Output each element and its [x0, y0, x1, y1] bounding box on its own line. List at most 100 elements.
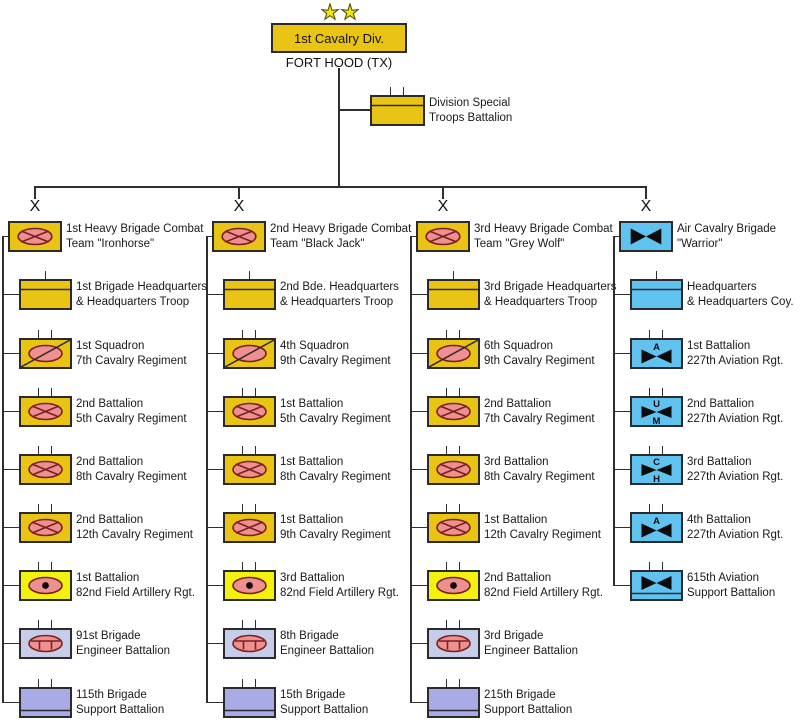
support-symbol-icon: [225, 709, 274, 712]
battalion-tick-icon: [241, 330, 244, 338]
hq-symbol-icon: [429, 288, 478, 291]
connector-line: [613, 293, 630, 296]
unit-box: [19, 687, 72, 718]
connector-line: [206, 526, 223, 529]
echelon-x-mark: X: [640, 198, 652, 215]
unit-box: [19, 338, 72, 369]
aviation-letter: C: [653, 457, 660, 468]
unit-label-line: 1st Battalion: [280, 455, 344, 468]
brigade-box: [8, 221, 62, 252]
unit-label-line: 2nd Battalion: [687, 397, 755, 410]
battalion-tick-icon: [241, 562, 244, 570]
connector-line: [410, 235, 416, 238]
unit-box: [427, 279, 480, 310]
battalion-tick-icon: [458, 330, 461, 338]
armor-symbol-icon: [221, 227, 257, 246]
unit-box: [223, 512, 276, 543]
unit-label-line: 82nd Field Artillery Rgt.: [76, 586, 195, 599]
unit-label-line: Troops Battalion: [429, 111, 513, 124]
battalion-tick-icon: [648, 446, 651, 454]
cavalry-symbol-icon: [21, 340, 70, 367]
unit-box: [223, 396, 276, 427]
hq-symbol-icon: [372, 104, 423, 107]
unit-box: [223, 279, 276, 310]
unit-label-line: 215th Brigade: [484, 688, 556, 701]
unit-box: [223, 570, 276, 601]
unit-label-line: 115th Brigade: [76, 688, 147, 701]
battalion-tick-icon: [37, 504, 40, 512]
battalion-tick-icon: [254, 679, 257, 687]
battalion-tick-icon: [458, 446, 461, 454]
connector-line: [613, 584, 630, 587]
connector-line: [442, 187, 444, 199]
support-symbol-icon: [429, 709, 478, 712]
unit-label-line: 12th Cavalry Regiment: [484, 528, 601, 541]
brigade-box: [416, 221, 470, 252]
battalion-tick-icon: [241, 388, 244, 396]
unit-label-line: 9th Cavalry Regiment: [280, 528, 391, 541]
battalion-tick-icon: [254, 620, 257, 628]
cavalry-symbol-icon: [429, 340, 478, 367]
company-tick-icon: [452, 271, 455, 279]
unit-label: Air Cavalry Brigade"Warrior": [677, 222, 776, 252]
unit-label-line: 8th Brigade: [280, 629, 339, 642]
armor-symbol-icon: [425, 227, 461, 246]
battalion-tick-icon: [648, 562, 651, 570]
aviation_ch-symbol-icon: CH: [641, 457, 672, 483]
battalion-tick-icon: [445, 679, 448, 687]
engineer-symbol-icon: [232, 634, 267, 653]
battalion-tick-icon: [661, 388, 664, 396]
battalion-tick-icon: [37, 620, 40, 628]
connector-line: [2, 468, 19, 471]
connector-line: [206, 410, 223, 413]
unit-label: 2nd Bde. Headquarters& Headquarters Troo…: [280, 280, 399, 310]
unit-box: [19, 454, 72, 485]
unit-box: [223, 454, 276, 485]
unit-box: [223, 628, 276, 659]
battalion-tick-icon: [661, 504, 664, 512]
unit-label-line: 227th Aviation Rgt.: [687, 412, 784, 425]
battalion-tick-icon: [50, 562, 53, 570]
artillery-symbol-icon: [436, 576, 471, 595]
unit-box: [19, 396, 72, 427]
unit-label-line: Team "Ironhorse": [66, 237, 155, 250]
unit-label-line: 227th Aviation Rgt.: [687, 354, 784, 367]
unit-label-line: 15th Brigade: [280, 688, 346, 701]
unit-box: [223, 338, 276, 369]
aviation-symbol-icon: [630, 228, 662, 245]
unit-label-line: 4th Squadron: [280, 339, 350, 352]
unit-label-line: 7th Cavalry Regiment: [484, 412, 595, 425]
unit-label-line: 1st Battalion: [484, 513, 548, 526]
battalion-tick-icon: [445, 562, 448, 570]
unit-box: A: [630, 338, 683, 369]
unit-label-line: 3rd Battalion: [687, 455, 752, 468]
unit-label-line: Support Battalion: [687, 586, 776, 599]
unit-label-line: 2nd Battalion: [76, 513, 144, 526]
unit-label-line: & Headquarters Troop: [484, 295, 598, 308]
unit-box: [19, 570, 72, 601]
unit-label: 1st Battalion 12th Cavalry Regiment: [484, 513, 601, 543]
unit-label-line: 8th Cavalry Regiment: [484, 470, 595, 483]
battalion-tick-icon: [445, 330, 448, 338]
battalion-tick-icon: [254, 504, 257, 512]
company-tick-icon: [248, 271, 251, 279]
unit-label-line: Engineer Battalion: [76, 644, 170, 657]
unit-label-line: Air Cavalry Brigade: [677, 222, 777, 235]
aviation_a-symbol-icon: A: [641, 342, 672, 364]
connector-line: [410, 642, 427, 645]
unit-label-line: Engineer Battalion: [280, 644, 374, 657]
unit-box: [427, 628, 480, 659]
